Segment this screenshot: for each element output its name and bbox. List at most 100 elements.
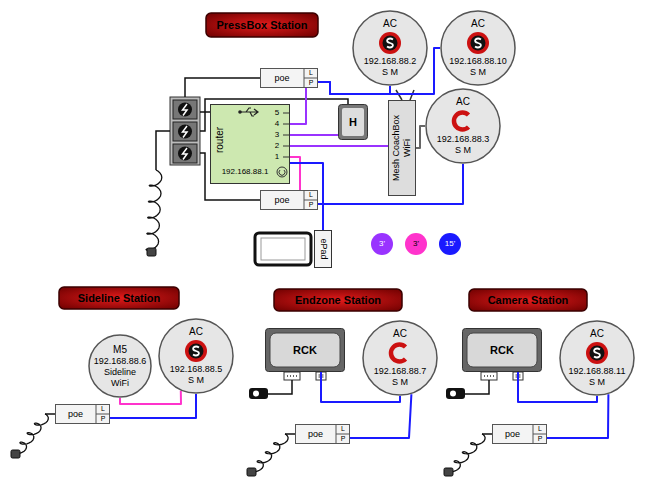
node-label: 1 — [275, 152, 279, 162]
node-label: ePad — [318, 238, 329, 259]
node-label: S M — [188, 375, 204, 386]
brand-logo — [378, 31, 402, 55]
cable-connector — [547, 394, 608, 438]
node-content: AC 192.168.88.3S M — [425, 88, 501, 164]
node-label: S M — [455, 145, 471, 156]
outlet — [173, 100, 197, 119]
node-content: 3' — [371, 233, 393, 255]
node-label: RCK — [293, 344, 317, 357]
station-banner: Camera Station — [468, 288, 588, 312]
logo-icon — [388, 341, 412, 365]
node-label: H — [349, 116, 357, 129]
hub-box: H — [338, 104, 368, 140]
cable-connector — [318, 82, 390, 94]
node-content: H — [338, 104, 368, 140]
node-content: AC192.168.88.10S M — [440, 10, 516, 86]
cable-connector — [290, 134, 338, 136]
tablet-screen — [261, 238, 305, 260]
node-label: L — [538, 425, 542, 433]
node-label: poe — [274, 195, 289, 206]
node-label: RCK — [490, 344, 514, 357]
node-content: 15' — [439, 233, 461, 255]
node-label: P — [538, 435, 543, 443]
poe-injector: poeLP — [55, 404, 110, 424]
outlet — [173, 122, 197, 141]
plug — [11, 450, 20, 458]
cable-connector — [110, 394, 196, 418]
node-label: router — [214, 127, 226, 153]
brand-logo — [388, 341, 412, 365]
poe-injector: poeLP — [492, 424, 547, 444]
node-content: RCK — [462, 328, 542, 372]
cable-connector — [318, 48, 440, 94]
logo-icon — [378, 31, 402, 55]
wifi-radio: M5192.168.88.6Sideline WiFi — [88, 334, 152, 398]
cable-connector — [290, 88, 306, 124]
cable-connector — [120, 391, 181, 404]
cord-coil — [13, 414, 49, 454]
node-label: 3' — [413, 239, 419, 249]
logo-icon — [466, 31, 490, 55]
power-wires — [156, 78, 348, 200]
access-point: AC192.168.88.11S M — [559, 320, 635, 396]
cable-connector — [290, 163, 323, 230]
tablet — [255, 233, 311, 265]
cord-coil — [446, 434, 485, 472]
node-label: L — [309, 69, 313, 77]
node-label: L — [341, 425, 345, 433]
logo-icon — [184, 339, 208, 363]
node-label: Sideline Station — [78, 292, 161, 305]
node-label: 192.168.88.10 — [449, 56, 507, 67]
tablet-body — [255, 233, 311, 265]
mesh-wifi-box: Mesh CoachBox WiFi — [388, 100, 416, 196]
node-label: 192.168.88.7 — [374, 366, 427, 377]
node-content: Camera Station — [468, 288, 588, 312]
node-label: S M — [470, 67, 486, 78]
node-label: 3' — [379, 239, 385, 249]
antenna — [396, 90, 414, 100]
node-label: P — [309, 201, 314, 209]
node-label: Mesh CoachBox WiFi — [391, 113, 413, 183]
node-label: Endzone Station — [295, 294, 381, 307]
node-content: Endzone Station — [273, 288, 403, 312]
poe-injector: poeLP — [295, 424, 350, 444]
node-content: AC192.168.88.7S M — [362, 320, 438, 396]
power-cord — [482, 433, 492, 435]
node-label: P — [101, 415, 106, 423]
access-point: AC192.168.88.10S M — [440, 10, 516, 86]
access-point: AC192.168.88.7S M — [362, 320, 438, 396]
cord-coil — [146, 170, 162, 250]
tablet-label: ePad — [314, 230, 332, 268]
node-label: 192.168.88.5 — [170, 364, 223, 375]
node-content: AC192.168.88.5S M — [158, 318, 234, 394]
node-label: poe — [274, 73, 289, 84]
node-label: M5 — [113, 344, 127, 356]
node-label: Camera Station — [488, 294, 569, 307]
brand-logo — [184, 339, 208, 363]
cable-connector — [518, 372, 597, 402]
cable-connector — [318, 164, 463, 204]
access-point: AC192.168.88.5S M — [158, 318, 234, 394]
node-content: Sideline Station — [58, 286, 180, 310]
node-label: 192.168.88.3 — [437, 134, 490, 145]
logo-icon — [585, 341, 609, 365]
node-content: 3' — [405, 233, 427, 255]
cable-length-dot: 3' — [371, 233, 393, 255]
outlet — [173, 144, 197, 163]
node-label: S M — [392, 377, 408, 388]
power-wire — [200, 111, 210, 113]
node-label: AC — [456, 96, 470, 108]
poe-injector: poeLP — [260, 68, 318, 88]
brand-logo — [451, 109, 475, 133]
node-label: Sideline WiFi — [98, 367, 142, 389]
power-cord — [45, 413, 55, 415]
node-label: S M — [382, 67, 398, 78]
node-label: AC — [590, 328, 604, 340]
node-label: poe — [308, 429, 323, 440]
access-point: AC192.168.88.2S M — [352, 10, 428, 86]
power-strip — [170, 97, 200, 165]
node-label: 192.168.88.6 — [94, 356, 147, 367]
plug — [444, 468, 453, 476]
